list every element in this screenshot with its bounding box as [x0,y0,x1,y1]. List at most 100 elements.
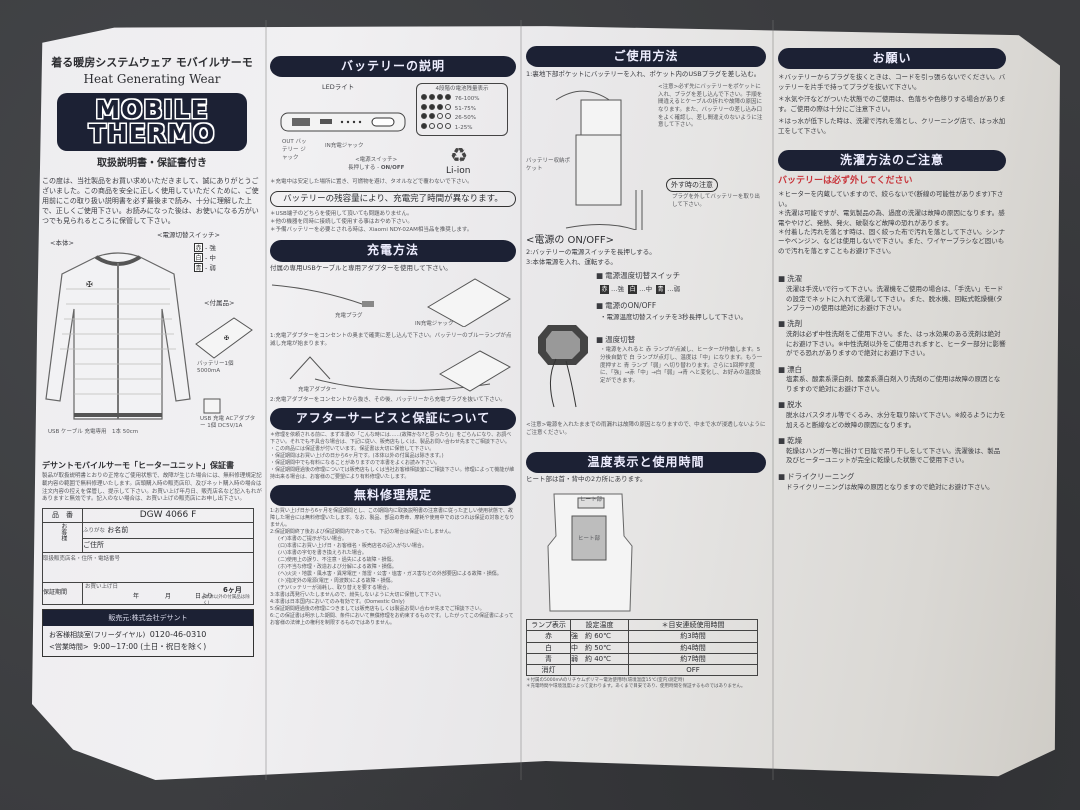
temp-cell: 強 約 60℃ [570,630,629,643]
care-section-title: 洗濯 [778,274,1006,285]
heater-location: ヒート部は首・背中の2カ所にあります。 [526,474,647,483]
care-section-text: 脱水はバスタオル等でくるみ、水分を取り除いて下さい。※絞るように力を加えると断線… [786,411,1006,429]
level-range: 76-100% [454,96,480,103]
month-label: 月 [165,592,172,600]
pocket-label: バッテリー収納ポケット [526,157,571,172]
removal-title: 外す時の注意 [666,177,718,192]
removal-text: プラグを外してバッテリーを取り出して下さい。 [672,193,760,208]
free-repair-title: 無料修理規定 [270,484,516,507]
charge-intro: 付属の専用USBケーブルと専用アダプターを使用して下さい。 [270,263,452,272]
svg-text:✠: ✠ [224,335,229,342]
column-battery: バッテリーの説明 LEDライト OUT バッテリー ジャック IN充電ジャック … [270,0,516,810]
charge-time-highlight: バッテリーの残容量により、充電完了時間が異なります。 [270,191,516,208]
column-usage: ご使用方法 1:裏地下部ポケットにバッテリーを入れ、ポケット内のUSBプラグを差… [526,0,766,810]
lamp-red-icon: 赤 [194,242,203,252]
power-onoff-text: ・電源温度切替スイッチを3秒長押しして下さい。 [600,313,747,322]
rain-caution: <注意>電源を入れたままでの雨漏れは故障の原因となりますので、中まで水が浸透しな… [526,422,766,436]
care-section-text: 洗濯は手洗いで行って下さい。洗濯機をご使用の場合は、「手洗い」モードの設定でネッ… [786,285,1004,313]
charge-section-title: 充電方法 [270,240,516,262]
usage-step-1: 1:裏地下部ポケットにバッテリーを入れ、ポケット内のUSBプラグを差し込む。 [526,70,761,79]
charging-adapter-icon [289,350,512,392]
free-repair-list: 1:お買い上げ日から6ヶ月を保証期間とし、この期間内に取扱説明書の注意書に従った… [270,508,516,627]
out-jack-label: OUT バッテリー ジャック [282,139,307,161]
lamp-blue-icon: 青 [194,263,203,273]
product-subtitle-en: Heat Generating Wear [83,71,221,86]
charge-adapter-label: 充電アダプター [298,386,337,393]
care-section-title: 漂白 [778,365,1006,376]
battery-capacity: 5000mA [197,368,221,375]
care-section-text: 洗剤は必ず中性洗剤をご使用下さい。また、はっ水効果のある洗剤は絶対にお避け下さい… [786,330,1006,358]
switch-level: - 中 [205,253,216,262]
charge-note-4: ＊予備バッテリーを必要とされる時は、Xiaomi NDY-02AM相当品を推奨し… [270,226,473,233]
furigana-label: ふりがな [83,528,106,535]
switch-legend: 赤- 強 白- 中 青- 弱 [192,242,216,274]
after-service-item: ・保証期間はお買い上げの日から6ヶ月です。(本体以外の付属品は除きます。) [270,452,444,459]
table-note-1: ＊付属の5000mAのリチウムポリマー電池使用時(環境温度15℃(室内)測定時) [526,678,685,684]
display-section-title: 温度表示と使用時間 [526,451,766,473]
wash-warning: バッテリーは必ず外してください [778,176,913,187]
store-field[interactable]: 取扱販売店名・住所・電話番号 [42,551,254,583]
charge-diagram: 充電プラグ IN充電ジャック [270,273,516,333]
intro-text: この度は、当社製品をお買い求めいただきまして、誠にありがとうございました。この商… [42,176,259,226]
battery-section-title: バッテリーの説明 [270,56,516,78]
power-switch-caption: <電源スイッチ> [355,157,398,164]
repair-item: (ロ)本書にお買い上げ日・お客様名・販売店名の記入がない場合。 [278,543,427,550]
temp-switch-legend: 赤…強 白…中 青…弱 [598,285,680,295]
request-section-title: お願い [778,48,1006,70]
care-section-title: ドライクリーニング [778,472,1006,483]
address-label: ご住所 [83,541,104,550]
temp-change-text: ・電源を入れると 赤 ランプが点滅し、ヒーターが作動します。5分後自動で 白 ラ… [600,347,763,384]
onoff-title: <電源の ON/OFF> [526,234,615,246]
after-service-title: アフターサービスと保証について [270,408,516,430]
repair-item: (ハ)本書の字句を書き換えられた場合。 [278,550,367,557]
wash-note: ＊ヒーターを内蔵していますので、絞らないで(断線の可能性があります)下さい。 [778,190,1004,208]
fold-line [772,20,774,780]
after-service-item: ＊修理を依頼される前に、まず本書の「こんな時には……(故障かな?と思ったら)」を… [270,431,512,445]
product-label: 品 番 [42,507,83,523]
after-service-list: ＊修理を依頼される前に、まず本書の「こんな時には……(故障かな?と思ったら)」を… [270,432,516,481]
address-field[interactable]: ご住所 [82,537,254,553]
lamp-red-icon: 赤 [600,285,609,295]
request-item: ＊バッテリーからプラグを抜くときは、コードを引っ張らないでください。バッテリーを… [778,73,1006,91]
hand-pressing-switch-icon [538,325,588,408]
lamp-white-icon: 白 [628,285,638,295]
temp-level: …中 [639,285,653,294]
charge-plug-label: 充電プラグ [335,313,363,320]
usage-step-3: 3:本体電源を入れ、運転する。 [526,257,617,266]
care-section-title: 乾燥 [778,436,1006,447]
repair-item: (チ)バッテリーが消耗し、取り替えを要する場合。 [278,585,392,592]
contact-label: お客様相談室(フリーダイヤル) [49,631,146,640]
name-field[interactable]: ふりがな お名前 [82,521,254,539]
store-label: 取扱販売店名・住所・電話番号 [43,555,121,562]
logo-line-2: THERMO [88,119,216,149]
temp-cell [570,663,629,677]
power-switch-label: <電源スイッチ>長押しする - ON/OFF [348,157,404,172]
charge-note-2: ＊USB端子のどちらを使用して頂いても問題ありません。 [270,211,413,218]
level-range: 51-75% [454,105,476,112]
garment-illustration: <本体> <電源切替スイッチ> 赤- 強 白- 中 青- 弱 ✠ <付属品> ✠… [42,231,262,446]
usage-step-2: 2:バッテリーの電源スイッチを長押しする。 [526,248,656,257]
level-row: 51-75% [421,103,503,114]
level-row: 1-25% [421,123,503,133]
wash-note: ＊付着した汚れを落とす時は、固く絞った布で汚れを落として下さい。シンナーやベンジ… [778,228,1006,255]
year-label: 年 [133,592,140,600]
in-jack-label: IN充電ジャック [325,143,364,150]
warranty-period-field[interactable]: お買い上げ日 年 月 日より 6ヶ月 (本体以外の付属品は除く) [82,581,254,606]
level-row: 26-50% [421,113,503,123]
warranty-title: デサントモバイルサーモ「ヒーターユニット」保証書 [42,460,234,470]
body-label: <本体> [50,238,74,247]
wash-section-title: 洗濯方法のご注意 [778,149,1006,172]
repair-item: (イ)本書のご提示がない場合。 [278,536,347,543]
repair-item: 3:本書は再発行いたしませんので、紛失しないように大切に保管して下さい。 [270,592,445,599]
vest-back-icon [547,493,633,612]
column-care: お願い ＊バッテリーからプラグを抜くときは、コードを引っ張らないでください。バッ… [778,0,1006,810]
fold-line [520,20,522,780]
time-cell: 約4時間 [628,641,758,654]
battery-pack-icon: ✠ [195,316,253,359]
adapter-diagram: 充電アダプター [270,349,516,397]
battery-count: バッテリー1個 [197,360,234,367]
